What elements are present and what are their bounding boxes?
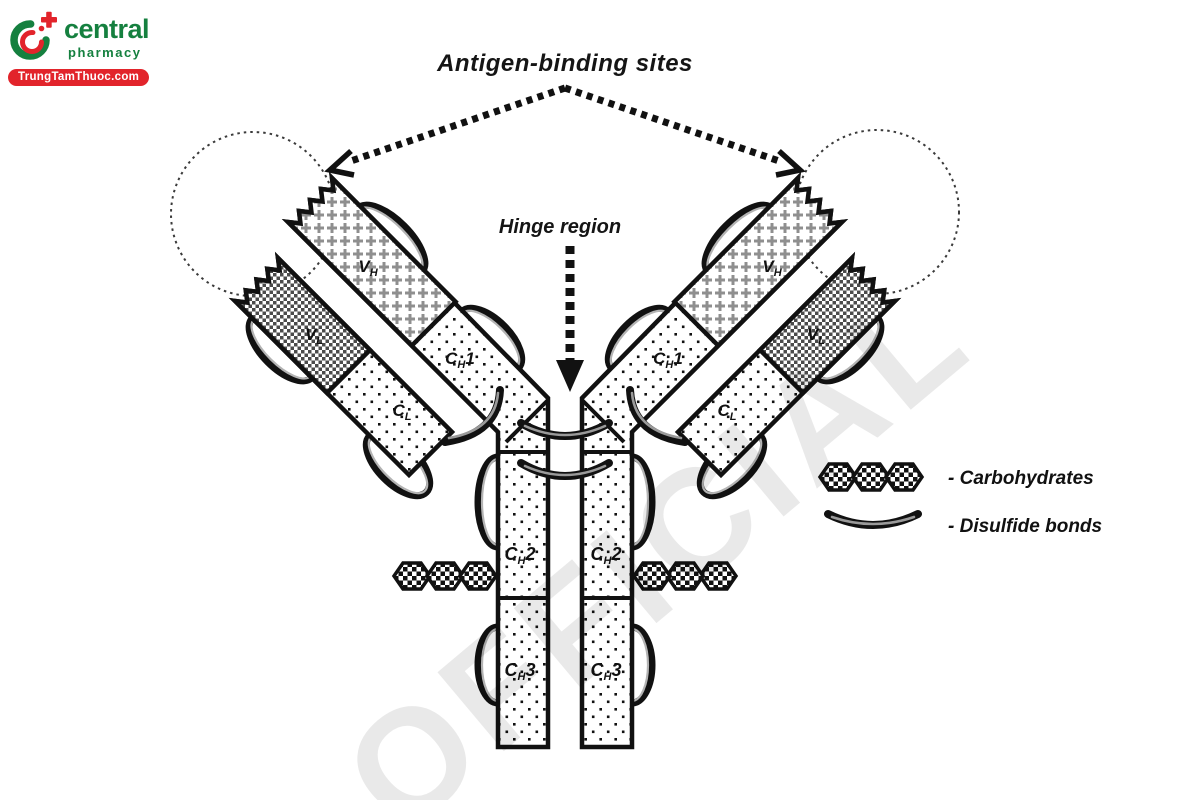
ch1-left-label: CH1 [445,349,475,371]
central-pharmacy-logo-icon [10,11,57,60]
legend: - Carbohydrates - Disulfide bonds [818,462,1102,537]
arrowhead-right-icon [775,148,806,178]
dotted-arrow-right-line [563,84,784,166]
disulfide-bond-icon [824,510,922,529]
ch1-right-label: CH1 [653,349,683,371]
figure-title: Antigen-binding sites [436,50,693,77]
vl-domain [228,251,374,397]
ch2-left-label: CH2 [505,544,536,567]
ch3-right-label: CH3 [591,660,622,683]
cl-left-label: CL [392,401,411,423]
hinge-region-arrow [556,246,584,392]
ch3-left-label: CH3 [505,660,536,683]
vl-right-label: VL [807,325,825,347]
antigen-binding-arrows [324,84,806,178]
legend-disulfide-label: - Disulfide bonds [948,516,1102,537]
logo-site-badge: TrungTamThuoc.com [8,69,150,86]
molecule-left-half [228,171,551,750]
cl-right-label: CL [717,401,736,423]
logo-dot [38,25,45,32]
vh-right-label: VH [762,257,782,279]
hinge-arrowhead-icon [556,360,584,392]
logo-brand-text: central [64,14,150,44]
logo-tagline-text: pharmacy [68,45,142,60]
domain-labels: VH VL CH1 CL VH VL CH1 CL CH2 CH2 CH3 CH… [305,257,825,683]
vh-domain [281,171,459,349]
light-heavy-disulfide-bond [441,386,504,446]
ch2-right-label: CH2 [591,544,622,567]
central-pharmacy-logo: central pharmacy TrungTamThuoc.com [8,8,150,86]
vl-left-label: VL [305,325,323,347]
dotted-arrow-left-line [346,84,567,166]
vh-left-label: VH [358,257,378,279]
ch1-hinge-divider [504,399,549,444]
plus-icon [41,11,57,28]
carbohydrate-chain [392,561,498,591]
legend-carbohydrates-label: - Carbohydrates [948,468,1094,489]
hinge-disulfide-bonds [517,419,613,480]
antigen-binding-site-circle-right [794,129,960,295]
hinge-region-label: Hinge region [499,216,621,238]
arrowhead-left-icon [324,148,355,178]
